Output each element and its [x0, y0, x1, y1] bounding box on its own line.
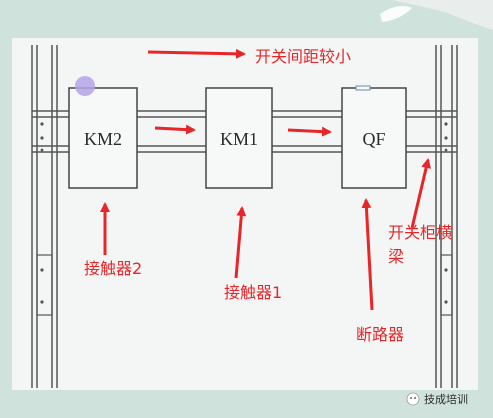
label-contactor2: 接触器2 [84, 259, 142, 278]
arrow-breaker [361, 198, 374, 311]
watermark: 技成培训 [406, 392, 468, 406]
wechat-icon [406, 392, 420, 406]
km2-label: KM2 [84, 129, 122, 149]
side-brackets [36, 254, 453, 316]
km1-label: KM1 [220, 129, 258, 149]
label-beam-line1: 开关柜横 [388, 223, 452, 242]
mounting-holes [40, 122, 448, 304]
qf-label: QF [362, 129, 385, 149]
decorative-swoosh [380, 6, 412, 22]
arrow-beam [410, 158, 432, 229]
component-km2: KM2 [68, 87, 138, 189]
watermark-text: 技成培训 [424, 392, 468, 406]
label-breaker: 断路器 [356, 325, 404, 344]
decorative-shape [392, 0, 493, 30]
component-km1: KM1 [205, 87, 273, 189]
title-spacing: 开关间距较小 [255, 47, 351, 66]
arrow-km1-qf [287, 126, 332, 137]
pointer-marker [75, 76, 95, 96]
label-beam-line2: 梁 [388, 247, 404, 266]
arrow-km2-km1 [154, 124, 196, 135]
cabinet-frame [31, 45, 458, 388]
label-contactor1: 接触器1 [224, 283, 282, 302]
arrow-spacing [147, 48, 246, 59]
component-qf: QF [341, 85, 407, 189]
arrow-contactor1 [234, 206, 247, 279]
